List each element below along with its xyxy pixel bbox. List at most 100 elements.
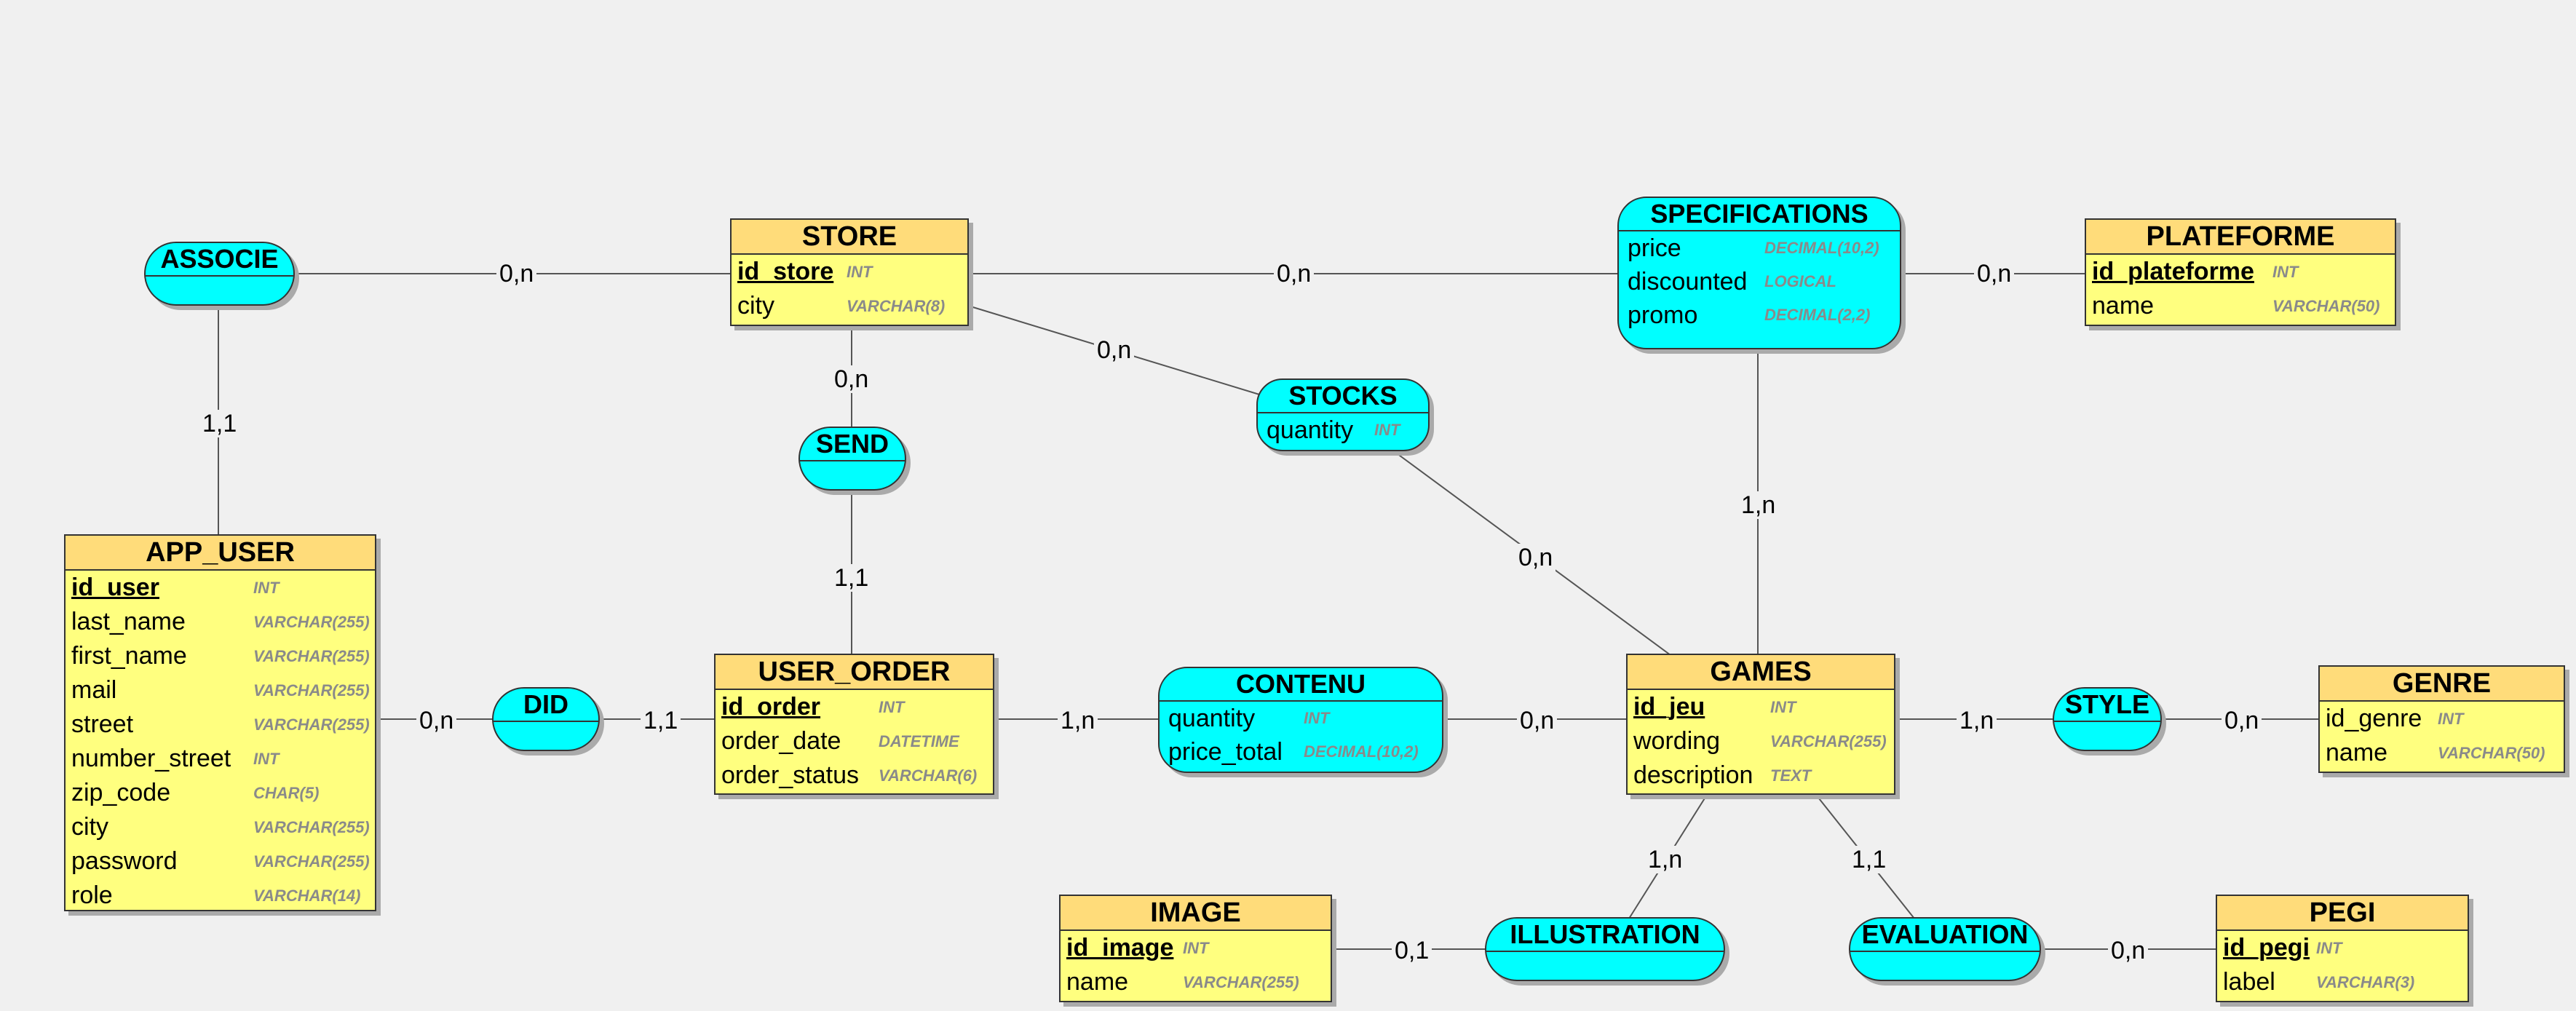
- card-stocks-games: 0,n: [1515, 544, 1556, 571]
- attr-name: last_name: [71, 608, 186, 635]
- attr-type: VARCHAR(3): [2316, 973, 2415, 991]
- association-did[interactable]: DID: [492, 687, 600, 751]
- attr-name: promo: [1628, 301, 1698, 329]
- card-order-contenu: 1,n: [1058, 707, 1098, 734]
- association-specifications-attr-row: promo DECIMAL(2,2): [1619, 298, 1900, 332]
- card-contenu-games: 0,n: [1517, 707, 1558, 734]
- attr-name: name: [1066, 968, 1129, 996]
- card-did-order: 1,1: [641, 707, 681, 734]
- association-stocks[interactable]: STOCKS quantity INT: [1256, 378, 1430, 451]
- entity-app-user-attr-row: street VARCHAR(255): [66, 707, 375, 742]
- card-send-order: 1,1: [831, 564, 872, 592]
- attr-type: INT: [253, 579, 280, 597]
- attr-type: INT: [1304, 709, 1330, 727]
- association-contenu-attr-row: price_total DECIMAL(10,2): [1160, 735, 1442, 769]
- attr-type: VARCHAR(14): [253, 887, 361, 905]
- association-illustration-title: ILLUSTRATION: [1486, 919, 1724, 952]
- association-contenu[interactable]: CONTENU quantity INT price_total DECIMAL…: [1158, 667, 1443, 773]
- attr-type: DECIMAL(10,2): [1764, 239, 1879, 257]
- primary-key-attr: id_store: [737, 258, 834, 285]
- attr-type: DECIMAL(10,2): [1304, 742, 1419, 761]
- attr-type: VARCHAR(50): [2438, 744, 2545, 762]
- entity-app-user-attr-row: zip_code CHAR(5): [66, 776, 375, 810]
- attr-type: VARCHAR(6): [879, 766, 978, 785]
- primary-key-attr: id_order: [721, 693, 821, 721]
- association-style[interactable]: STYLE: [2053, 687, 2162, 751]
- entity-store-title: STORE: [732, 220, 967, 255]
- primary-key-attr: id_image: [1066, 934, 1174, 962]
- attr-type: VARCHAR(255): [253, 681, 370, 699]
- association-specifications-attr-row: price DECIMAL(10,2): [1619, 231, 1900, 265]
- attr-type: DECIMAL(2,2): [1764, 306, 1871, 324]
- card-illustration-image: 0,1: [1392, 937, 1432, 964]
- attr-name: order_status: [721, 761, 859, 789]
- attr-type: VARCHAR(255): [1183, 973, 1299, 991]
- primary-key-attr: id_plateforme: [2092, 258, 2254, 285]
- association-evaluation-title: EVALUATION: [1850, 919, 2040, 952]
- association-send[interactable]: SEND: [798, 427, 906, 491]
- card-store-send: 0,n: [831, 365, 872, 393]
- association-associe[interactable]: ASSOCIE: [144, 242, 295, 306]
- attr-name: quantity: [1168, 705, 1256, 732]
- association-send-title: SEND: [800, 428, 905, 461]
- entity-app-user-attr-row: password VARCHAR(255): [66, 844, 375, 879]
- attr-type: VARCHAR(255): [253, 852, 370, 871]
- attr-type: VARCHAR(255): [1770, 732, 1887, 750]
- entity-plateforme-attr-row: id_plateforme INT: [2086, 255, 2395, 289]
- entity-genre-attr-row: name VARCHAR(50): [2320, 736, 2564, 770]
- attr-type: INT: [879, 698, 905, 716]
- attr-name: order_date: [721, 727, 841, 755]
- association-contenu-attr-row: quantity INT: [1160, 702, 1442, 735]
- entity-app-user-attr-row: id_user INT: [66, 571, 375, 605]
- attr-name: password: [71, 847, 178, 875]
- entity-store[interactable]: STORE id_store INT city VARCHAR(8): [730, 218, 969, 326]
- attr-type: LOGICAL: [1764, 272, 1836, 290]
- primary-key-attr: id_user: [71, 574, 159, 601]
- association-associe-title: ASSOCIE: [146, 243, 293, 277]
- attr-type: INT: [1183, 939, 1209, 957]
- attr-type: VARCHAR(255): [253, 715, 370, 734]
- attr-name: city: [71, 813, 108, 841]
- card-associe-user: 1,1: [199, 410, 240, 437]
- association-evaluation[interactable]: EVALUATION: [1849, 917, 2041, 981]
- association-specifications-attr-row: discounted LOGICAL: [1619, 265, 1900, 298]
- attr-name: wording: [1633, 727, 1721, 755]
- entity-genre-title: GENRE: [2320, 667, 2564, 702]
- entity-plateforme-attr-row: name VARCHAR(50): [2086, 289, 2395, 323]
- attr-name: label: [2223, 968, 2275, 996]
- entity-plateforme-title: PLATEFORME: [2086, 220, 2395, 255]
- attr-type: VARCHAR(255): [253, 613, 370, 631]
- attr-type: CHAR(5): [253, 784, 320, 802]
- entity-image-attr-row: id_image INT: [1061, 931, 1331, 965]
- association-illustration[interactable]: ILLUSTRATION: [1485, 917, 1725, 981]
- entity-plateforme[interactable]: PLATEFORME id_plateforme INT name VARCHA…: [2085, 218, 2396, 326]
- entity-pegi-title: PEGI: [2217, 896, 2468, 931]
- attr-name: name: [2326, 739, 2388, 766]
- attr-type: VARCHAR(8): [847, 297, 946, 315]
- attr-name: street: [71, 710, 134, 738]
- attr-name: zip_code: [71, 779, 171, 806]
- entity-pegi-attr-row: label VARCHAR(3): [2217, 965, 2468, 999]
- attr-type: INT: [2316, 939, 2342, 957]
- association-specifications[interactable]: SPECIFICATIONS price DECIMAL(10,2) disco…: [1617, 197, 1901, 349]
- entity-app-user-attr-row: city VARCHAR(255): [66, 810, 375, 844]
- association-did-title: DID: [494, 689, 598, 722]
- attr-type: VARCHAR(255): [253, 818, 370, 836]
- entity-games-attr-row: wording VARCHAR(255): [1628, 724, 1894, 758]
- attr-type: INT: [1374, 421, 1400, 439]
- card-games-illustration: 1,n: [1645, 846, 1686, 873]
